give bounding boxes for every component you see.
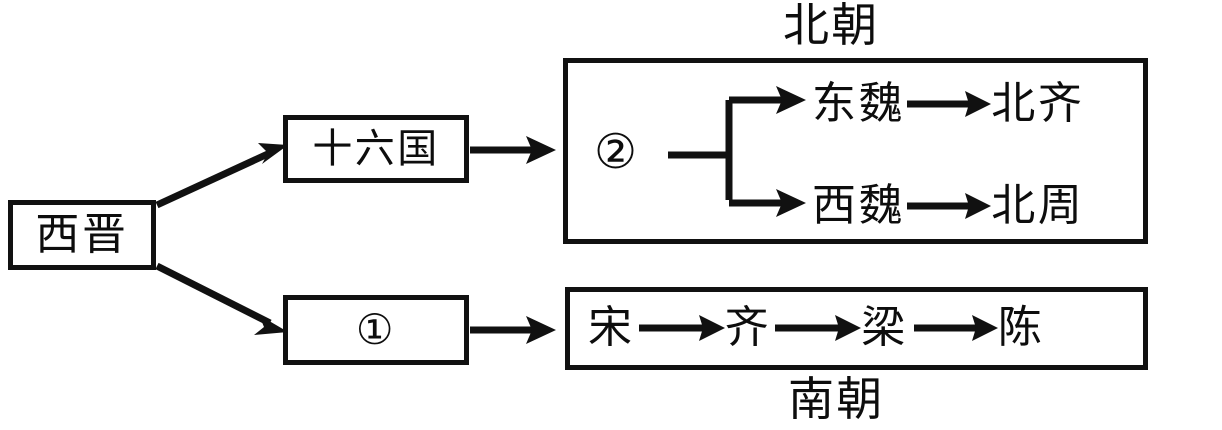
arrow-icon (771, 306, 862, 350)
dynasty-song: 宋 (588, 302, 635, 353)
connector-jin-to-sixteen (155, 143, 288, 209)
connector-sixteen-to-northern-group (470, 136, 556, 164)
dynasty-northern-qi: 北齐 (991, 78, 1085, 129)
connector-southern-node-to-group (470, 316, 556, 344)
northern-line-western-wei: 西魏 北周 (812, 180, 1085, 232)
dynasty-liang: 梁 (861, 302, 908, 353)
arrow-icon (635, 306, 725, 350)
arrow-icon (905, 82, 992, 126)
node-western-jin: 西晋 (8, 200, 156, 270)
node-sixteen-kingdoms: 十六国 (283, 115, 469, 183)
northern-group-marker: ② (594, 124, 638, 180)
dynasty-northern-zhou: 北周 (991, 180, 1085, 231)
southern-line-sequence: 宋 齐 梁 陈 (588, 300, 1045, 356)
south-dynasties-title: 南朝 (788, 372, 885, 426)
northern-line-eastern-wei: 东魏 北齐 (812, 78, 1085, 130)
dynasty-western-wei: 西魏 (812, 180, 906, 231)
node-southern-blank-one: ① (283, 295, 469, 365)
northern-dynasties-group (563, 58, 1148, 244)
dynasty-chen: 陈 (997, 302, 1045, 353)
north-dynasties-title: 北朝 (783, 0, 880, 52)
arrow-icon (908, 306, 998, 350)
dynasty-qi: 齐 (724, 302, 772, 353)
arrow-icon (905, 184, 992, 228)
dynasty-eastern-wei: 东魏 (812, 78, 906, 129)
connector-jin-to-southern (155, 262, 288, 335)
